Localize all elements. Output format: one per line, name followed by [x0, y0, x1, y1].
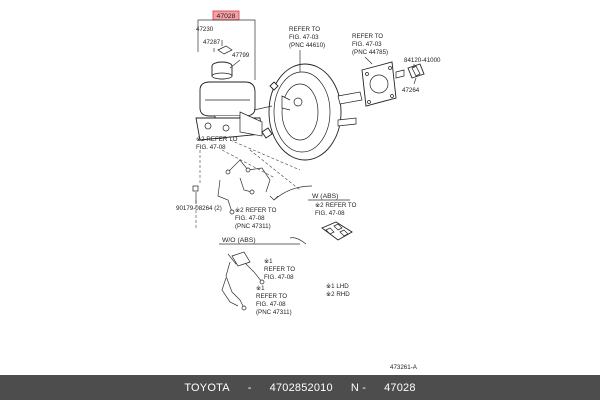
dashed-align-3 [249, 149, 301, 191]
parts-diagram: 47028 47230 47287 47799 R [176, 10, 441, 371]
footer-separator: - [247, 381, 252, 394]
ref-lhd-tube-line4: (PNC 47311) [256, 309, 292, 316]
dashed-align-1 [229, 139, 301, 171]
ref-rhd-tube-line1: ※2 REFER TO [235, 207, 277, 214]
ref-w-abs-line1: ※2 REFER TO [315, 202, 357, 209]
ref-booster-line2: FIG. 47-03 [289, 34, 319, 41]
part-info-footer: TOYOTA - 4702852010 N - 47028 [0, 375, 600, 400]
brand-name: TOYOTA [184, 381, 230, 394]
ref-w-abs-line2: FIG. 47-08 [315, 210, 345, 217]
reservoir-cap-icon [211, 61, 233, 80]
w-abs-arrow [273, 185, 313, 201]
filter-part-icon [217, 45, 233, 55]
abs-connector-icon [321, 221, 353, 241]
bolt-90179-icon [192, 185, 199, 192]
label-47287: 47287 [203, 39, 221, 46]
highlight-part-label: 47028 [217, 13, 236, 20]
ref-gasket-line1: REFER TO [352, 33, 383, 40]
pnc-number: 47028 [384, 381, 416, 394]
label-90179-08264: 90179-08264 (2) [176, 205, 222, 212]
label-84120-41000: 84120-41000 [404, 57, 441, 64]
brake-master-cylinder-icon [195, 81, 263, 141]
label-w-abs: W (ABS) [312, 193, 338, 200]
ref-lhd-line3: FIG. 47-08 [264, 274, 294, 281]
label-47230: 47230 [196, 26, 214, 33]
w-abs-arrowhead [269, 195, 279, 201]
leader-47264 [413, 77, 417, 85]
brake-booster-icon [261, 63, 363, 161]
pnc-prefix: N - [350, 381, 367, 394]
ref-lhd-tube-line2: REFER TO [256, 293, 287, 300]
ref-rhd-line1: ※2 REFER TO [196, 136, 238, 143]
booster-gasket-icon [361, 61, 397, 107]
brake-tube-upper-icon [217, 159, 271, 215]
ref-rhd-tube-line3: (PNC 47311) [235, 223, 271, 230]
stop-lamp-switch-icon [395, 63, 425, 79]
booster-link-line [253, 105, 273, 111]
ref-lhd-line2: REFER TO [264, 266, 295, 273]
ref-lhd-line1: ※1 [264, 258, 273, 265]
ref-booster-line1: REFER TO [289, 26, 320, 33]
figure-number: 473261-A [390, 364, 418, 371]
ref-booster-line3: (PNC 44610) [289, 42, 325, 49]
wo-abs-arrow [289, 237, 307, 245]
ref-lhd-tube-line3: FIG. 47-08 [256, 301, 286, 308]
ref-rhd-line2: FIG. 47-08 [196, 144, 226, 151]
kit-bracket [197, 19, 256, 24]
legend-lhd: ※1 LHD [326, 283, 349, 290]
ref-gasket-line2: FIG. 47-03 [352, 41, 382, 48]
ref-lhd-tube-line1: ※1 [256, 285, 265, 292]
ref-gasket-line3: (PNC 44785) [352, 49, 388, 56]
part-number[interactable]: 4702852010 [269, 381, 333, 394]
label-wo-abs: W/O (ABS) [222, 237, 256, 244]
legend-rhd: ※2 RHD [326, 291, 350, 298]
label-47264: 47264 [402, 87, 420, 94]
ref-rhd-tube-line2: FIG. 47-08 [235, 215, 265, 222]
label-47799: 47799 [232, 52, 250, 59]
highlight-part-callout[interactable]: 47028 [212, 10, 240, 21]
brake-tube-lower-icon [221, 251, 265, 311]
leader-gasket [364, 56, 373, 65]
leader-lines-top [213, 40, 241, 69]
